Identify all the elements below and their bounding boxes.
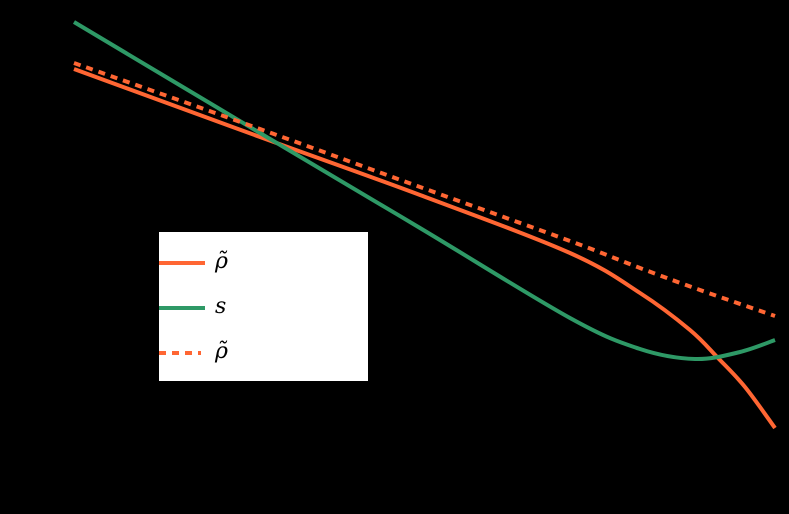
legend-swatch-solid-green: [159, 306, 205, 310]
legend-swatch-dashed-orange: [159, 351, 201, 355]
legend-item-rho-tilde-dashed: ρ̃: [159, 338, 368, 368]
series-line-2: [73, 61, 776, 318]
legend: ρ̃ s ρ̃: [159, 232, 368, 381]
legend-label: ρ̃: [215, 339, 228, 364]
legend-label: s: [215, 294, 227, 319]
series-line-0: [73, 67, 777, 430]
legend-label: ρ̃: [215, 249, 228, 274]
legend-swatch-solid-orange: [159, 261, 205, 265]
legend-item-rho-tilde-solid: ρ̃: [159, 248, 368, 278]
legend-item-s: s: [159, 293, 368, 323]
